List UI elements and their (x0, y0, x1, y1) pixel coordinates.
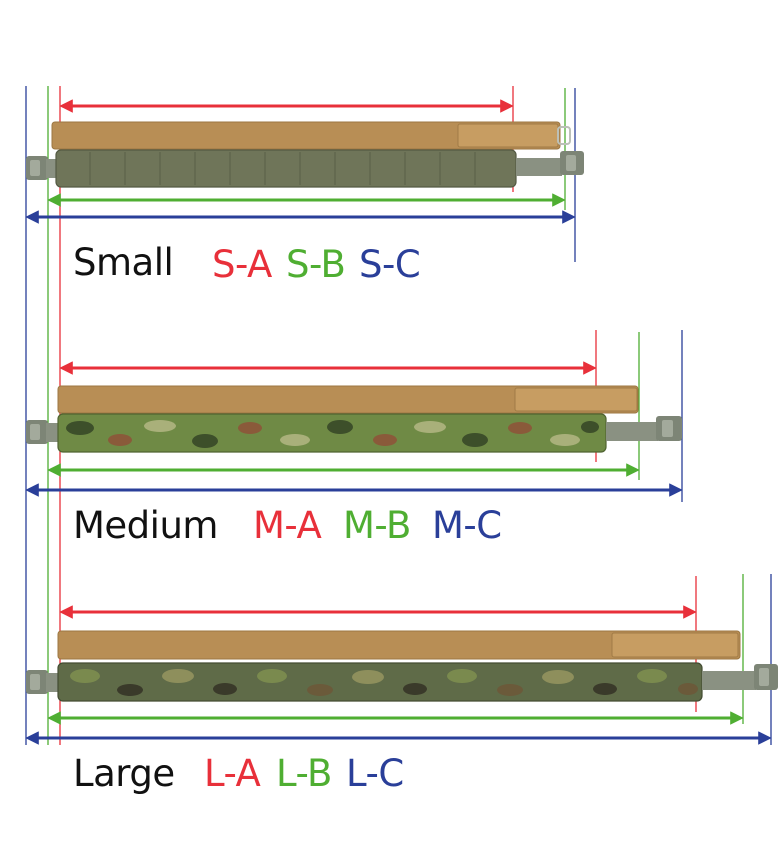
outer-belt-medium (26, 413, 682, 453)
size-label-medium: Medium (73, 504, 218, 547)
woodland-camo-pattern (66, 420, 599, 448)
outer-belt-small (26, 149, 584, 188)
code-label-s-b: S-B (286, 243, 346, 286)
code-label-m-b: M-B (343, 504, 411, 547)
code-label-m-a: M-A (253, 504, 322, 547)
medium-section (25, 330, 683, 502)
code-label-l-a: L-A (204, 752, 261, 795)
inner-belt-large (57, 630, 741, 660)
code-label-m-c: M-C (432, 504, 502, 547)
inner-belt-small (51, 121, 571, 150)
outer-belt-large (26, 662, 778, 702)
code-label-l-b: L-B (276, 752, 332, 795)
size-label-large: Large (73, 752, 175, 795)
multicam-tropic-pattern (70, 669, 698, 696)
inner-belt-medium (57, 385, 639, 414)
code-label-s-c: S-C (359, 243, 421, 286)
size-label-small: Small (73, 241, 174, 284)
code-label-l-c: L-C (346, 752, 404, 795)
code-label-s-a: S-A (212, 243, 272, 286)
large-section (25, 574, 778, 745)
small-section (25, 86, 584, 262)
